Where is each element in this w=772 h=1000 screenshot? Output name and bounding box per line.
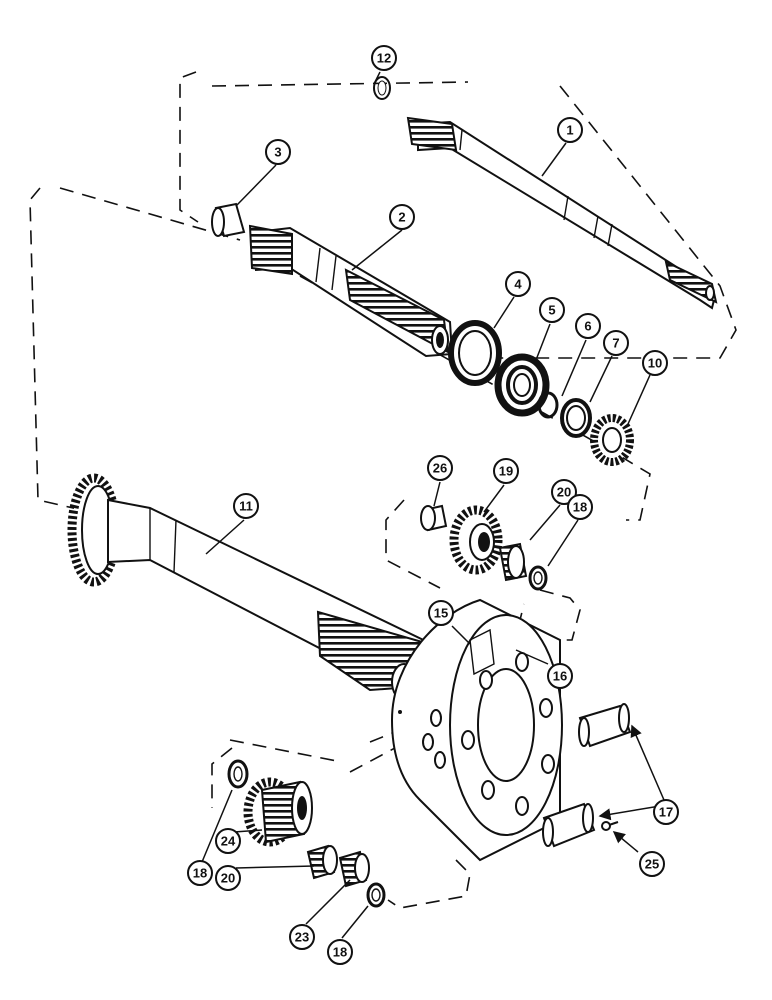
- callout-18-upper: 18: [567, 494, 593, 520]
- main-shaft-part-11: [67, 473, 456, 701]
- snap-ring-part-12: [373, 76, 391, 100]
- callout-16: 16: [547, 663, 573, 689]
- needle-bearing-part-23: [338, 850, 370, 888]
- group-outline-main-shaft: [29, 187, 651, 521]
- bushing-part-26: [420, 504, 448, 532]
- callout-23-label: 23: [295, 930, 309, 945]
- callout-25: 25: [639, 851, 665, 877]
- callout-18-lower-left-label: 18: [193, 866, 207, 881]
- group-outline-input-shafts: [179, 71, 737, 359]
- callout-18-lower-right-label: 18: [333, 945, 347, 960]
- callout-1: 1: [557, 117, 583, 143]
- callout-1-label: 1: [566, 123, 573, 138]
- needle-bearing-part-20-lower: [306, 844, 338, 880]
- thrust-bearing-part-10: [590, 414, 634, 466]
- washer-part-7: [560, 398, 592, 438]
- callout-20-lower: 20: [215, 865, 241, 891]
- bushing-part-3: [211, 202, 246, 238]
- callout-12: 12: [371, 45, 397, 71]
- callout-18-lower-right: 18: [327, 939, 353, 965]
- callout-10: 10: [642, 350, 668, 376]
- callout-19: 19: [493, 458, 519, 484]
- callout-6-label: 6: [584, 319, 591, 334]
- input-shaft-part-1: [406, 116, 718, 310]
- washer-part-18-upper: [528, 565, 548, 591]
- callout-16-label: 16: [553, 669, 567, 684]
- callout-20-lower-label: 20: [221, 871, 235, 886]
- hollow-shaft-part-2: [248, 224, 454, 358]
- pins-part-17: [542, 703, 632, 848]
- washer-part-18-lower-left: [227, 759, 249, 789]
- callout-23: 23: [289, 924, 315, 950]
- callout-18-lower-left: 18: [187, 860, 213, 886]
- callout-25-label: 25: [645, 857, 659, 872]
- group-outline-lower-gear-set: [211, 729, 471, 909]
- gear-part-19: [449, 505, 503, 575]
- callout-4: 4: [505, 271, 531, 297]
- callout-2-label: 2: [398, 210, 405, 225]
- callout-10-label: 10: [648, 356, 662, 371]
- callout-26-label: 26: [433, 461, 447, 476]
- callout-6: 6: [575, 313, 601, 339]
- callout-5-label: 5: [548, 303, 555, 318]
- callout-12-label: 12: [377, 51, 391, 66]
- callout-7-label: 7: [612, 336, 619, 351]
- callout-20-upper: 20: [551, 479, 577, 505]
- callout-2: 2: [389, 204, 415, 230]
- callout-11-label: 11: [239, 499, 253, 514]
- callout-26: 26: [427, 455, 453, 481]
- bearing-part-5: [494, 353, 550, 417]
- screw-part-25: [601, 821, 619, 831]
- callout-20-upper-label: 20: [557, 485, 571, 500]
- leader-lines: [201, 71, 665, 939]
- needle-bearing-part-20-upper: [498, 542, 528, 582]
- callout-15-label: 15: [434, 606, 448, 621]
- callout-4-label: 4: [514, 277, 522, 292]
- callout-11: 11: [233, 493, 259, 519]
- callout-24: 24: [215, 828, 241, 854]
- callout-17-label: 17: [659, 805, 673, 820]
- callout-7: 7: [603, 330, 629, 356]
- callout-17: 17: [653, 799, 679, 825]
- callout-18-upper-label: 18: [573, 500, 587, 515]
- carrier-housing-part-15: [390, 598, 563, 862]
- callout-3-label: 3: [274, 145, 281, 160]
- callout-19-label: 19: [499, 464, 513, 479]
- washer-part-18-lower-right: [366, 882, 386, 908]
- callout-24-label: 24: [221, 834, 236, 849]
- snap-ring-part-6: [537, 391, 559, 419]
- seal-part-4: [448, 320, 502, 386]
- callout-3: 3: [265, 139, 291, 165]
- callout-15: 15: [428, 600, 454, 626]
- callout-5: 5: [539, 297, 565, 323]
- gear-part-24: [243, 777, 313, 847]
